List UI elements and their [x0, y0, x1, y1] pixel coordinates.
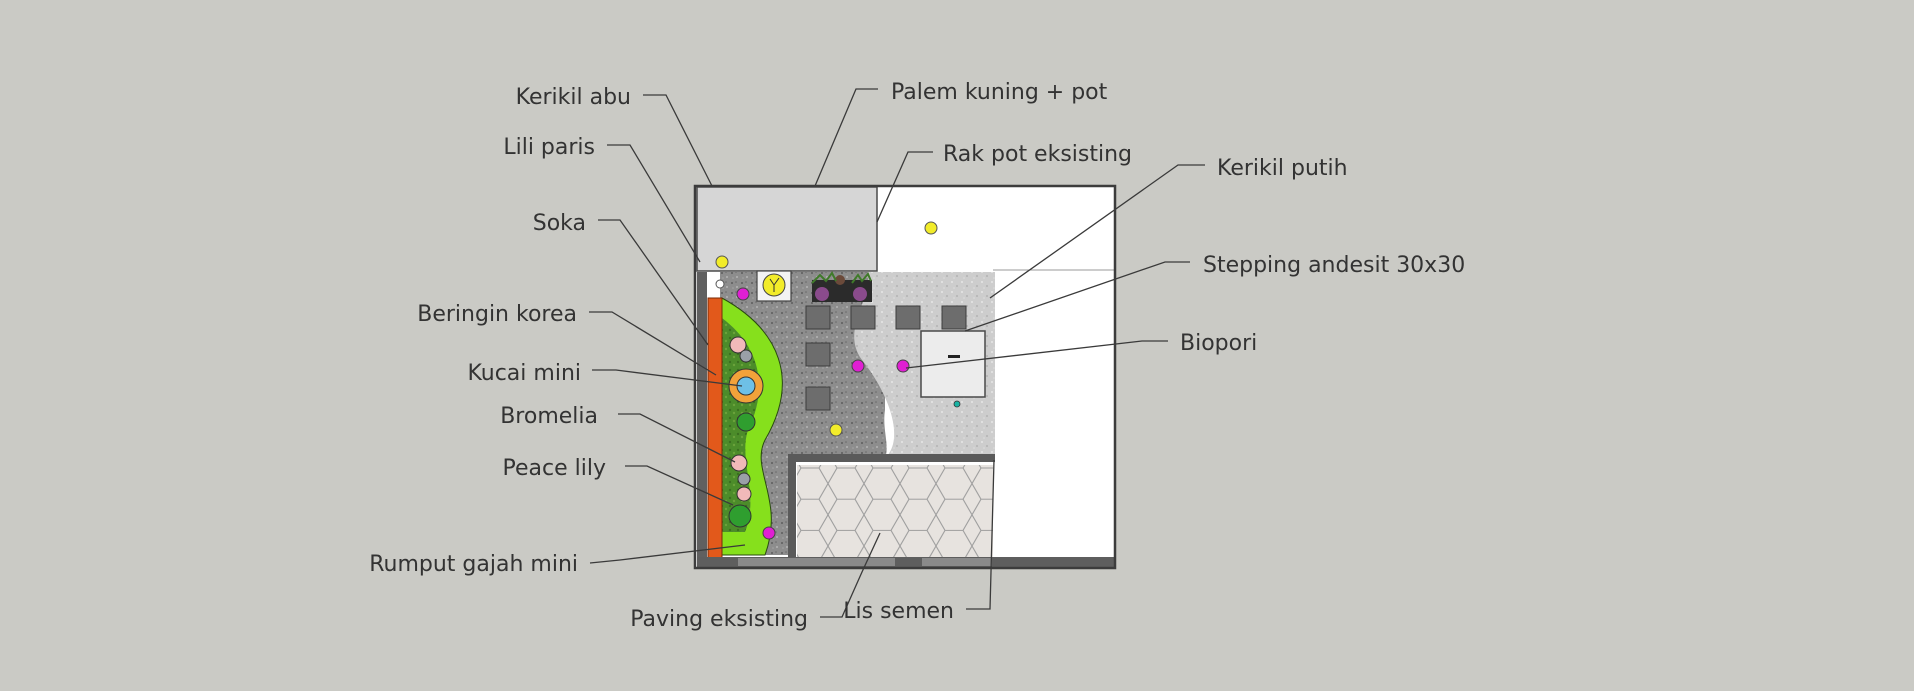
stepping-stones [805, 305, 967, 411]
label-beringin-korea: Beringin korea [417, 302, 577, 327]
leader-lines [589, 88, 1205, 618]
label-palem-kuning: Palem kuning + pot [891, 80, 1108, 105]
lis-semen-edge [788, 454, 995, 557]
label-soka: Soka [533, 211, 586, 236]
concrete-slab [696, 186, 878, 272]
label-kerikil-putih: Kerikil putih [1217, 156, 1348, 181]
label-lis-semen: Lis semen [843, 599, 954, 624]
floor-plan [693, 184, 1117, 570]
plant-cluster [728, 336, 764, 528]
label-kerikil-abu: Kerikil abu [516, 85, 631, 110]
yellow-flower-icon [715, 255, 729, 269]
magenta-flower-icon [736, 287, 750, 301]
left-wall [697, 272, 707, 568]
label-rumput-gajah-mini: Rumput gajah mini [369, 552, 578, 577]
label-peace-lily: Peace lily [503, 456, 606, 481]
label-bromelia: Bromelia [500, 404, 598, 429]
pot-plant-icon [815, 287, 829, 301]
label-stepping-andesit: Stepping andesit 30x30 [1203, 253, 1465, 278]
plan-labels: Kerikil abu Lili paris Soka Beringin kor… [369, 80, 1465, 632]
stepping-andesit-block [920, 330, 986, 398]
label-rak-pot: Rak pot eksisting [943, 142, 1132, 167]
label-kucai-mini: Kucai mini [467, 361, 581, 386]
terracotta-border [707, 297, 723, 561]
label-lili-paris: Lili paris [503, 135, 595, 160]
label-paving-eksisting: Paving eksisting [630, 607, 808, 632]
hex-paving [797, 465, 993, 557]
bottom-wall [697, 557, 1115, 568]
label-biopori: Biopori [1180, 331, 1257, 356]
